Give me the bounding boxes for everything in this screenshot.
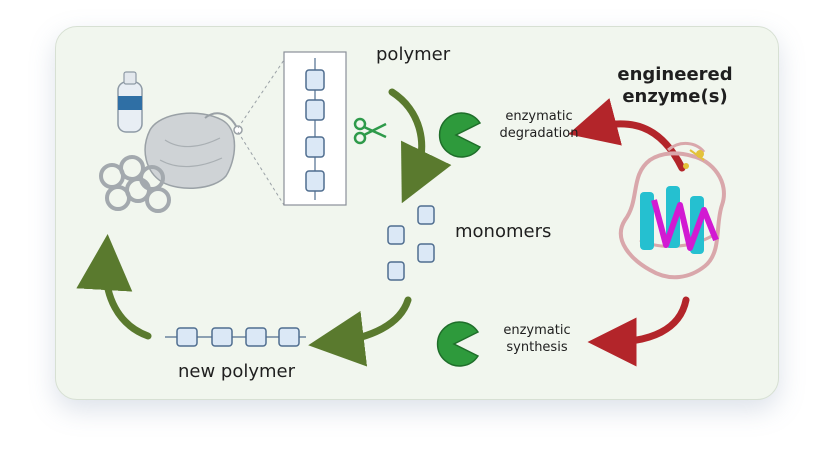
synthesis-label: enzymatic synthesis [503,323,571,355]
engineered-enzyme-label: engineered enzyme(s) [617,64,733,107]
enzyme-icon [438,112,482,158]
arrow-new-polymer-to-waste [76,234,152,340]
zoom-line-top [237,59,285,129]
arrow-enzyme-to-degradation [568,98,686,172]
arrow-polymer-to-monomers [388,88,452,204]
new-polymer-label: new polymer [178,361,296,382]
arrow-monomers-to-new-polymer [308,296,412,367]
new-polymer-chain [165,327,306,347]
polymer-label: polymer [376,44,451,65]
plastic-waste-icon [99,71,243,213]
zoom-line-bottom [237,131,285,206]
scissors-icon [353,117,387,145]
polymer-chain [283,51,347,206]
arrow-enzyme-to-synthesis [587,296,690,367]
monomers-label: monomers [455,221,552,242]
monomers-group [387,205,435,281]
degradation-label: enzymatic degradation [499,109,579,141]
enzyme-icon [436,321,480,367]
protein-structure-icon [618,142,726,280]
